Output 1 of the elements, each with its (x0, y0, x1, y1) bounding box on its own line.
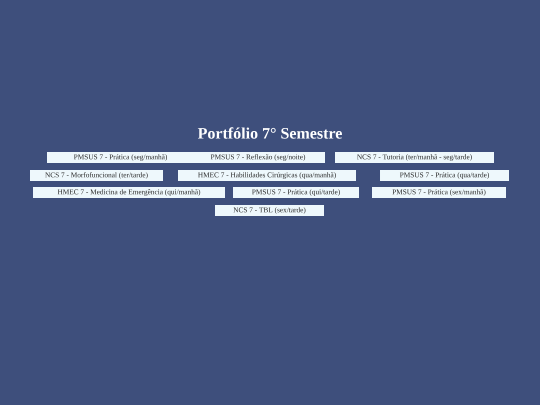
title: Portfólio 7° Semestre (198, 127, 342, 139)
